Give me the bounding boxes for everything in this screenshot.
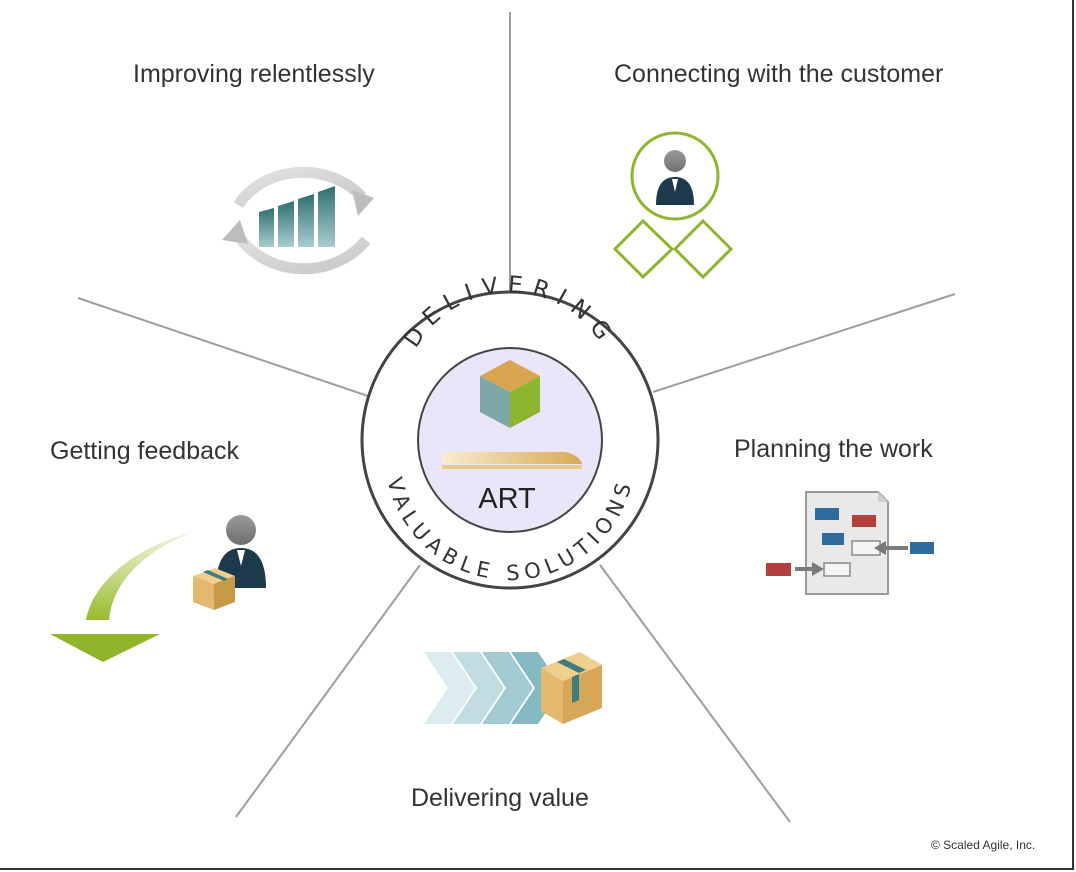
chevron-package-icon [424,652,602,724]
inner-disc [417,347,603,533]
center-hub: DELIVERING VALUABLE SOLUTIONS ART [360,272,660,590]
art-label: ART [478,483,536,515]
cycle-growth-chart-icon [222,166,374,275]
feedback-arrow-icon [50,515,266,662]
divider-line-bottom-right [599,564,791,823]
divider-line-bottom-left [235,564,421,818]
divider-lines [77,12,956,823]
divider-line-left [77,297,369,397]
sector-label-connecting: Connecting with the customer [614,60,944,88]
divider-line-right [652,293,956,393]
sector-label-delivering: Delivering value [411,784,589,812]
planning-board-icon [766,491,934,595]
customer-persona-icon [612,131,734,280]
solution-cube-icon [480,360,540,428]
sector-label-feedback: Getting feedback [50,437,240,465]
sector-label-improving: Improving relentlessly [133,60,375,88]
copyright-notice: © Scaled Agile, Inc. [931,838,1036,852]
sector-label-planning: Planning the work [734,435,933,463]
release-train-icon [442,452,582,469]
